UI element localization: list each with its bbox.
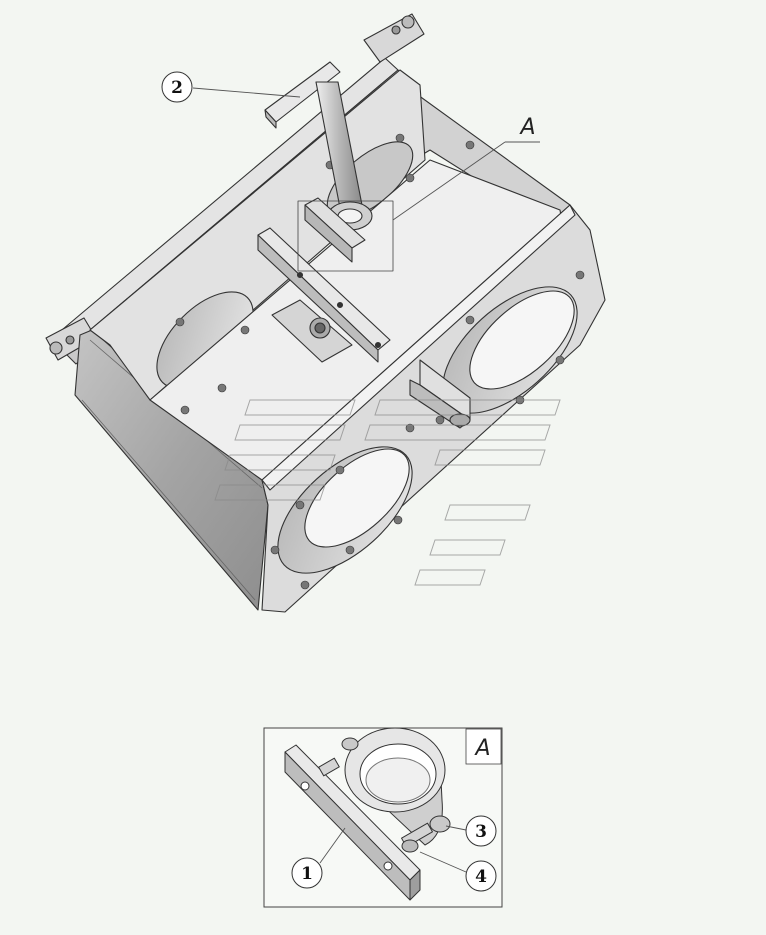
- left-plate-bolt-holes: [175, 133, 475, 415]
- callout-3-label: 3: [475, 822, 487, 842]
- callout-1-label: 1: [301, 864, 313, 884]
- frame-assembly: [45, 13, 606, 613]
- callout-4: 4: [465, 860, 497, 892]
- callout-3: 3: [465, 815, 497, 847]
- leader-lines-main: [192, 87, 540, 221]
- callout-1: 1: [291, 857, 323, 889]
- detail-a-boundary: [297, 200, 394, 272]
- leader-lines-detail: [319, 825, 467, 873]
- bolt-bottom: [401, 815, 451, 853]
- detail-view-a: A: [263, 727, 503, 908]
- callout-2: 2: [161, 71, 193, 103]
- callout-4-label: 4: [475, 867, 487, 887]
- front-plate-bolt-holes: [270, 270, 585, 590]
- detail-view-title: A: [473, 736, 490, 761]
- middle-cross-bracket: [257, 227, 391, 363]
- lever-handle: [264, 61, 373, 263]
- watermark-logo: [214, 399, 561, 586]
- detail-a-label: A: [518, 115, 535, 140]
- callout-2-label: 2: [171, 78, 183, 98]
- detail-view-title-box: [465, 728, 502, 765]
- bolt-top: [318, 737, 359, 777]
- front-plate-bracket: [409, 359, 471, 429]
- bracket-part-detail: [284, 727, 451, 901]
